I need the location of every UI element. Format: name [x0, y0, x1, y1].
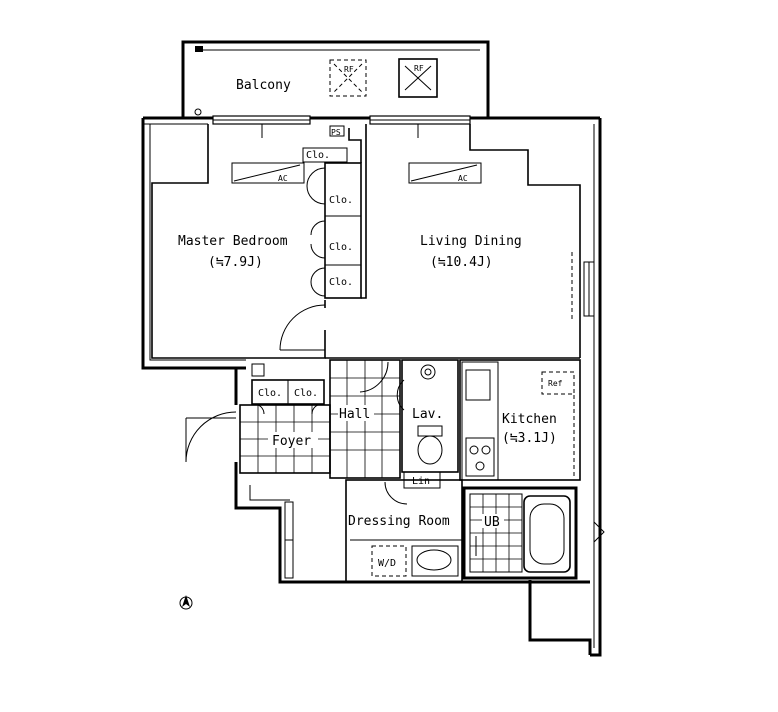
ps-label: PS — [331, 128, 341, 137]
stove-icon — [465, 437, 495, 477]
toilet-icon — [417, 425, 443, 465]
washer-dryer-icon: W/D — [371, 545, 407, 577]
hand-sink-icon — [420, 364, 436, 380]
north-arrow-icon — [179, 595, 193, 610]
outdoor-unit-label: RF — [414, 64, 424, 73]
vanity-sink-icon — [411, 545, 459, 577]
master-bedroom-label: Master Bedroom — [178, 234, 288, 249]
closet-label: Clo. — [306, 150, 330, 161]
lavatory: Lav. — [396, 359, 459, 473]
dressing-room: Lin Dressing Room W/D — [345, 471, 463, 583]
svg-text:RF: RF — [344, 65, 354, 74]
living-dining-size: (≒10.4J) — [430, 255, 493, 270]
closet-label: Clo. — [294, 388, 318, 399]
kitchen: Ref Kitchen (≒3.1J) — [459, 359, 581, 481]
kitchen-label: Kitchen — [502, 412, 557, 427]
closet-label: Clo. — [329, 277, 353, 288]
foyer-label: Foyer — [272, 434, 311, 449]
living-dining: Living Dining (≒10.4J) AC — [325, 124, 595, 359]
unit-bath: UB — [462, 486, 605, 580]
hall-label: Hall — [339, 407, 370, 422]
foyer: Foyer Clo. Clo. — [185, 363, 331, 474]
refrigerator-icon: Ref — [541, 371, 575, 395]
exterior-walls — [141, 115, 602, 657]
outdoor-unit-icon: RF — [398, 58, 438, 98]
ac-label: AC — [278, 174, 288, 183]
closet-label: Clo. — [258, 388, 282, 399]
washer-label: W/D — [378, 558, 396, 569]
dressing-room-label: Dressing Room — [348, 514, 450, 529]
outdoor-unit-icon: RF — [329, 59, 367, 97]
hall: Hall — [329, 359, 401, 479]
closet-label: Clo. — [329, 195, 353, 206]
air-conditioner-icon: AC — [231, 162, 305, 184]
living-dining-label: Living Dining — [420, 234, 522, 249]
refrigerator-label: Ref — [548, 379, 563, 388]
bathtub-icon — [523, 495, 571, 573]
air-conditioner-icon: AC — [408, 162, 482, 184]
pipe-shaft — [284, 501, 294, 579]
ac-label: AC — [458, 174, 468, 183]
balcony-label: Balcony — [236, 78, 291, 93]
lavatory-label: Lav. — [412, 407, 443, 422]
closet-label: Clo. — [329, 242, 353, 253]
master-bedroom-size: (≒7.9J) — [208, 255, 263, 270]
bath-floor-tiles — [470, 494, 522, 572]
sink-icon — [465, 369, 491, 401]
kitchen-size: (≒3.1J) — [502, 431, 557, 446]
linen-label: Lin — [412, 476, 430, 487]
closet-column: Clo. Clo. Clo. Clo. PS — [302, 125, 362, 299]
unit-bath-label: UB — [484, 515, 500, 530]
master-bedroom: Master Bedroom (≒7.9J) AC — [151, 124, 326, 359]
balcony: Balcony RF RF — [181, 40, 490, 118]
